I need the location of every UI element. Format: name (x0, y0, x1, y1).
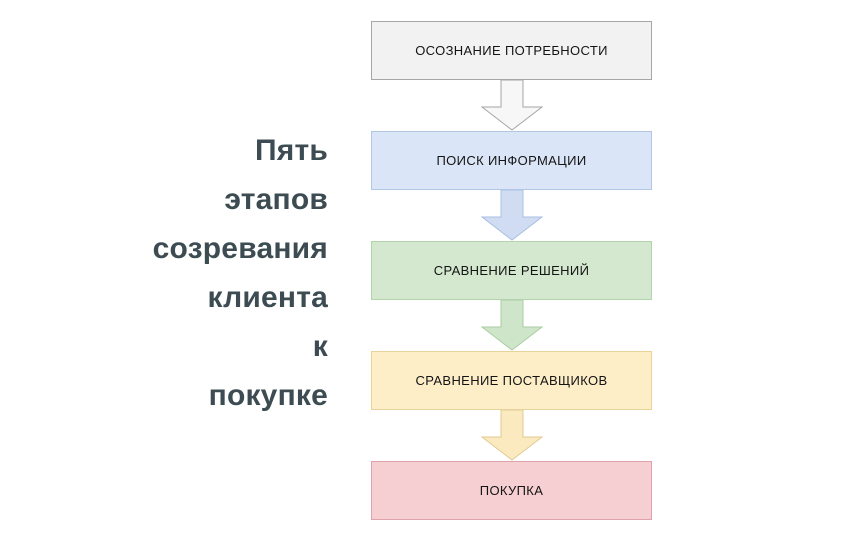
stage-label-4: СРАВНЕНИЕ ПОСТАВЩИКОВ (415, 373, 608, 388)
connector-arrow-2 (481, 190, 543, 241)
stage-label-2: ПОИСК ИНФОРМАЦИИ (436, 153, 587, 168)
stage-label-1: ОСОЗНАНИЕ ПОТРЕБНОСТИ (415, 43, 608, 58)
connector-arrow-3 (481, 300, 543, 351)
stage-box-3[interactable]: СРАВНЕНИЕ РЕШЕНИЙ (371, 241, 652, 300)
connector-arrow-4 (481, 410, 543, 461)
stage-box-1[interactable]: ОСОЗНАНИЕ ПОТРЕБНОСТИ (371, 21, 652, 80)
stage-box-5[interactable]: ПОКУПКА (371, 461, 652, 520)
stage-label-3: СРАВНЕНИЕ РЕШЕНИЙ (433, 263, 590, 278)
flow-column: ОСОЗНАНИЕ ПОТРЕБНОСТИ ПОИСК ИНФОРМАЦИИ С… (371, 21, 652, 521)
diagram-title: Пять этапов созревания клиента к покупке (152, 134, 328, 412)
connector-arrow-1 (481, 80, 543, 131)
stage-box-4[interactable]: СРАВНЕНИЕ ПОСТАВЩИКОВ (371, 351, 652, 410)
stage-label-5: ПОКУПКА (479, 483, 544, 498)
stage-box-2[interactable]: ПОИСК ИНФОРМАЦИИ (371, 131, 652, 190)
